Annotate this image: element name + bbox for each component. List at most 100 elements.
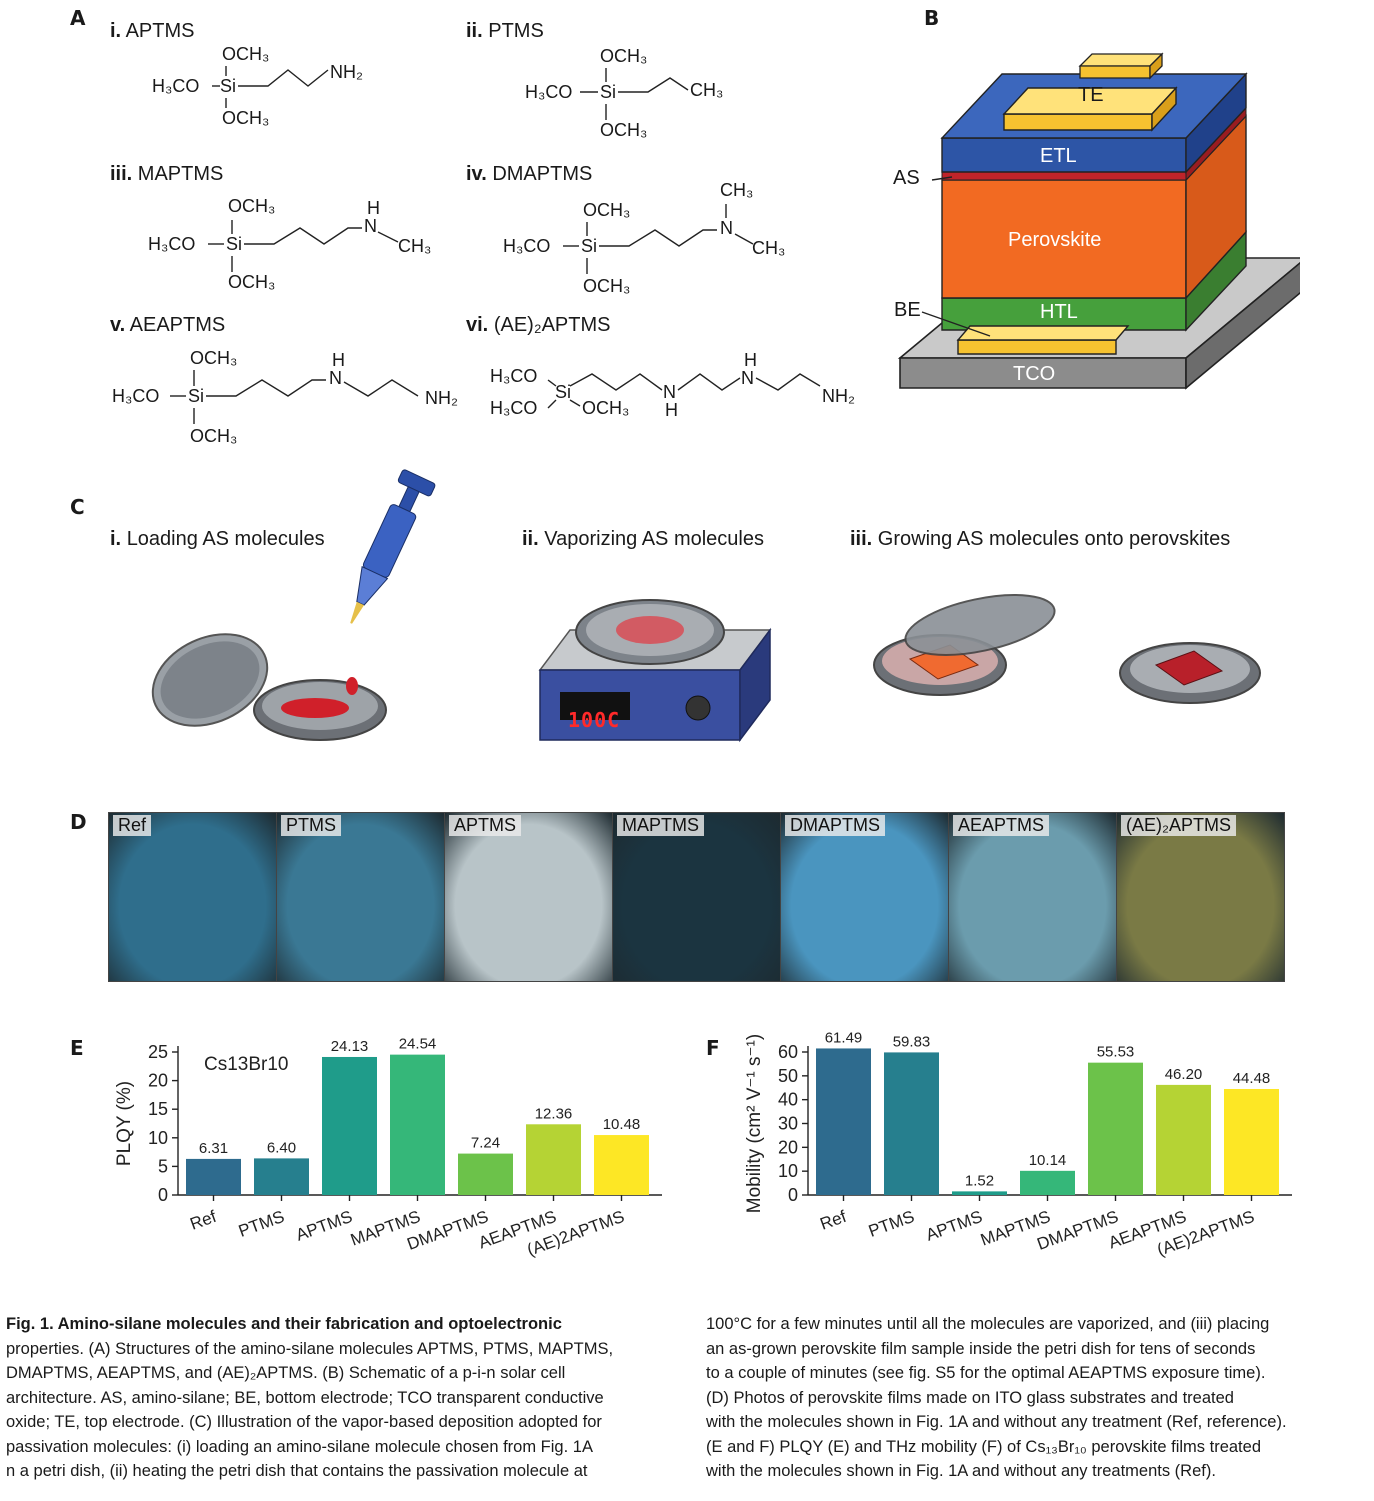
te-tab-front — [1079, 65, 1151, 79]
syringe — [350, 469, 436, 624]
bar-aeaptms — [526, 1124, 581, 1195]
bar-dmaptms — [1088, 1062, 1143, 1195]
as-layer-front — [941, 171, 1187, 181]
hotplate-temperature: 100C — [568, 708, 621, 732]
hotplate-knob — [685, 695, 711, 721]
layer-label-perovskite: Perovskite — [1008, 229, 1102, 251]
bond-lines — [170, 370, 419, 424]
bar-ptms — [254, 1158, 309, 1195]
caption-line: passivation molecules: (i) loading an am… — [6, 1437, 593, 1456]
layer-label-htl: HTL — [1040, 301, 1078, 323]
film-photo: MAPTMS — [612, 812, 781, 982]
hotplate-illustration — [538, 599, 772, 743]
be-front — [957, 339, 1117, 355]
bar-value-label: 55.53 — [1097, 1044, 1135, 1061]
bar-value-label: 12.36 — [535, 1105, 573, 1122]
y-tick-label: 10 — [148, 1128, 168, 1148]
bar-value-label: 10.14 — [1029, 1152, 1067, 1169]
be-leader-line — [921, 311, 991, 337]
film-photo: PTMS — [276, 812, 445, 982]
caption-right: 100°C for a few minutes until all the mo… — [706, 1312, 1366, 1484]
bar-aptms — [952, 1191, 1007, 1195]
panel-label-e: E — [70, 1036, 84, 1060]
molecule-label-aeaptms: v. AEAPTMS — [110, 314, 226, 336]
bar-ptms — [884, 1052, 939, 1195]
molecule-label-ae2aptms: vi. (AE)₂APTMS — [466, 314, 611, 336]
device-stack-diagram — [897, 52, 1300, 390]
molecule-label-aptms: i. APTMS — [110, 20, 195, 42]
caption-line: architecture. AS, amino-silane; BE, bott… — [6, 1388, 604, 1407]
bond-lines — [212, 66, 329, 108]
panel-label-f: F — [706, 1036, 720, 1060]
te-front — [1003, 113, 1153, 131]
step-label-loading: i. Loading AS molecules — [110, 528, 325, 550]
step-label-growing: iii. Growing AS molecules onto perovskit… — [850, 528, 1231, 550]
bar-aptms — [322, 1056, 377, 1195]
bar-ae2aptms — [594, 1135, 649, 1195]
caption-line: 100°C for a few minutes until all the mo… — [706, 1315, 1270, 1333]
tco-side-face — [1185, 261, 1300, 390]
x-tick-label: Ref — [187, 1207, 219, 1234]
caption-line: DMAPTMS, AEAPTMS, and (AE)₂APTMS. (B) Sc… — [6, 1364, 566, 1382]
y-tick-label: 0 — [788, 1185, 798, 1205]
caption-line: to a couple of minutes (see fig. S5 for … — [706, 1364, 1266, 1382]
bar-ae2aptms — [1224, 1088, 1279, 1195]
layer-label-etl: ETL — [1040, 145, 1077, 167]
y-axis-label: PLQY (%) — [114, 1081, 135, 1166]
film-photo-label: (AE)₂APTMS — [1121, 815, 1236, 836]
film-photo-label: Ref — [113, 815, 152, 836]
bar-ref — [816, 1048, 871, 1195]
y-tick-label: 20 — [148, 1071, 168, 1091]
layer-label-tco: TCO — [1013, 363, 1056, 385]
caption-line: (D) Photos of perovskite films made on I… — [706, 1388, 1234, 1407]
bar-value-label: 1.52 — [965, 1172, 994, 1189]
liquid-pool — [281, 698, 349, 718]
y-tick-label: 0 — [158, 1185, 168, 1205]
bar-aeaptms — [1156, 1084, 1211, 1195]
y-axis-label: Mobility (cm² V⁻¹ s⁻¹) — [744, 1034, 765, 1213]
bond-lines — [208, 220, 399, 272]
film-photo-label: PTMS — [281, 815, 342, 836]
caption-line: with the molecules shown in Fig. 1A and … — [706, 1413, 1287, 1431]
be-top — [956, 325, 1130, 341]
panel-label-d: D — [70, 810, 87, 834]
y-tick-label: 25 — [148, 1042, 168, 1062]
y-tick-label: 50 — [778, 1066, 798, 1086]
x-tick-label: PTMS — [866, 1207, 917, 1241]
film-photo-label: AEAPTMS — [953, 815, 1050, 836]
droplet — [346, 677, 358, 695]
petri-lid-inner — [160, 641, 260, 719]
te-tab-top — [1078, 53, 1164, 67]
bar-value-label: 59.83 — [893, 1033, 931, 1050]
te-side — [1151, 86, 1177, 132]
bar-value-label: 24.13 — [331, 1038, 369, 1055]
caption-line: an as-grown perovskite film sample insid… — [706, 1339, 1256, 1358]
perovskite-sample-red — [1154, 650, 1224, 686]
layer-label-te: TE — [1078, 84, 1104, 106]
bar-value-label: 10.48 — [603, 1116, 641, 1133]
film-photo: AEAPTMS — [948, 812, 1117, 982]
layer-label-as: AS — [893, 167, 920, 189]
bar-ref — [186, 1158, 241, 1195]
film-photo-label: DMAPTMS — [785, 815, 885, 836]
te-tab-side — [1149, 52, 1163, 80]
layer-label-be: BE — [894, 299, 921, 321]
step-label-vaporizing: ii. Vaporizing AS molecules — [522, 528, 764, 550]
molecule-label-maptms: iii. MAPTMS — [110, 163, 224, 185]
bond-lines — [563, 204, 754, 274]
film-photo: Ref — [108, 812, 277, 982]
y-tick-label: 5 — [158, 1156, 168, 1176]
bar-value-label: 24.54 — [399, 1036, 437, 1053]
bond-lines — [580, 68, 689, 120]
as-leader-line — [931, 176, 953, 181]
bond-lines — [547, 373, 821, 409]
vapor-glow — [616, 616, 684, 644]
film-photo: APTMS — [444, 812, 613, 982]
panel-label-b: B — [924, 6, 940, 30]
caption-line: properties. (A) Structures of the amino-… — [6, 1339, 614, 1358]
growing-illustration — [873, 594, 1261, 704]
x-tick-label: Ref — [817, 1207, 849, 1234]
bar-value-label: 44.48 — [1233, 1070, 1271, 1087]
